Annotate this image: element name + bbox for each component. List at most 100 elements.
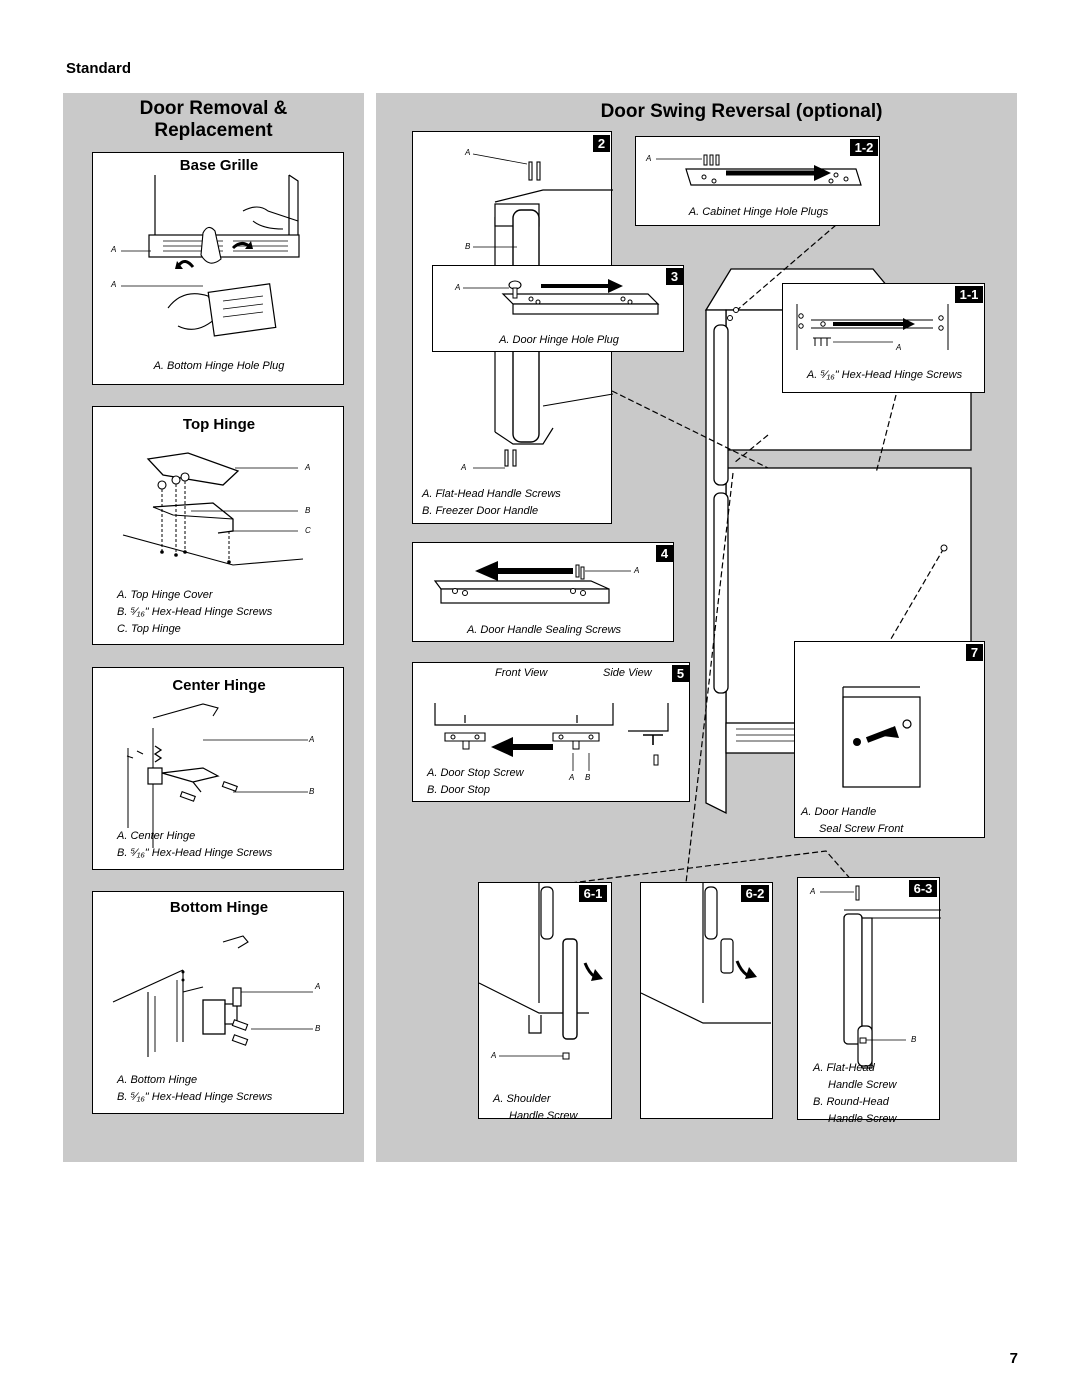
door-swing-title: Door Swing Reversal (optional) xyxy=(600,101,883,122)
step-3-box: 3 A A. Door Hinge Hole Plug xyxy=(432,265,684,352)
step-badge: 4 xyxy=(656,545,673,562)
letter-a: A xyxy=(491,1051,497,1060)
step-1-1-box: 1-1 A A. ⁵⁄₁₆" Hex-Head Hinge Screws xyxy=(782,283,985,393)
letter-a: A xyxy=(646,154,652,163)
letter-a: A xyxy=(455,283,461,292)
letter-a: A xyxy=(309,735,315,744)
step-1-2-box: 1-2 A A. Cabinet Hinge Hole Plugs xyxy=(635,136,880,226)
letter-a: A xyxy=(111,245,117,254)
caption: A. Shoulder xyxy=(493,1093,551,1105)
step-7-box: 7 A. Door Handle Seal Screw Front xyxy=(794,641,985,838)
letter-a: A xyxy=(305,463,311,472)
letter-a: A xyxy=(896,343,902,352)
letter-b: B xyxy=(465,242,471,251)
door-stop-illustration xyxy=(434,703,669,771)
letter-b: B xyxy=(911,1035,917,1044)
step-5-captions: A. Door Stop Screw B. Door Stop xyxy=(427,765,524,799)
door-removal-title: Door Removal & Replacement xyxy=(63,98,364,142)
step-badge: 6-3 xyxy=(909,880,937,897)
center-hinge-illustration xyxy=(126,703,308,848)
step-badge: 1-1 xyxy=(955,286,983,303)
caption: A. Door Handle xyxy=(801,806,877,818)
caption: Handle Screw xyxy=(828,1113,897,1125)
step-1-1-caption: A. ⁵⁄₁₆" Hex-Head Hinge Screws xyxy=(806,369,963,381)
letter-a: A xyxy=(569,773,575,782)
fresh-food-handle-2-illustration xyxy=(640,883,771,1024)
caption: B. ⁵⁄₁₆" Hex-Head Hinge Screws xyxy=(117,606,273,618)
page-number: 7 xyxy=(1009,1350,1018,1367)
step-1-2-caption: A. Cabinet Hinge Hole Plugs xyxy=(688,206,829,218)
caption: Handle Screw xyxy=(509,1110,578,1122)
top-hinge-illustration xyxy=(122,452,304,566)
step-4-caption: A. Door Handle Sealing Screws xyxy=(466,624,622,636)
step-badge: 5 xyxy=(672,665,689,682)
letter-b: B xyxy=(585,773,591,782)
top-hinge-title: Top Hinge xyxy=(182,416,256,433)
step-badge: 6-2 xyxy=(741,885,769,902)
caption: A. Flat-Head Handle Screws xyxy=(422,488,561,500)
section-label: Standard xyxy=(66,60,132,77)
caption: Handle Screw xyxy=(828,1079,897,1091)
hinge-screws-illustration xyxy=(796,304,949,350)
door-sealing-screws-illustration xyxy=(433,561,631,604)
base-grille-caption: A. Bottom Hinge Hole Plug xyxy=(153,360,285,372)
step-6-2-box: 6-2 xyxy=(640,882,773,1119)
center-hinge-captions: A. Center Hinge B. ⁵⁄₁₆" Hex-Head Hinge … xyxy=(117,828,272,862)
step-badge: 1-2 xyxy=(850,139,878,156)
step-6-1-box: 6-1 A A. Shoulder Handle Screw xyxy=(478,882,612,1122)
title-line-1: Door Removal & xyxy=(139,98,288,119)
step-4-box: 4 A A. Door Handle Sealing Screws xyxy=(412,542,674,642)
door-hinge-plug-illustration xyxy=(463,279,660,315)
step-6-1-captions: A. Shoulder Handle Screw xyxy=(493,1091,577,1125)
base-grille-title: Base Grille xyxy=(179,157,259,174)
step-2-captions: A. Flat-Head Handle Screws B. Freezer Do… xyxy=(422,486,561,520)
bottom-hinge-box: Bottom Hinge A B A. Bottom Hinge B. ⁵⁄₁₆… xyxy=(92,891,344,1114)
letter-c: C xyxy=(305,526,311,535)
title-line-2: Replacement xyxy=(154,120,273,141)
center-hinge-title: Center Hinge xyxy=(172,677,266,694)
caption: B. Door Stop xyxy=(427,784,490,796)
caption: B. Freezer Door Handle xyxy=(422,505,539,517)
step-6-3-box: 6-3 A B A. Flat-Head Handle Screw B. Rou… xyxy=(797,877,941,1125)
caption: Seal Screw Front xyxy=(819,823,904,835)
seal-screw-illustration xyxy=(842,686,921,788)
step-badge: 6-1 xyxy=(579,885,607,902)
caption: C. Top Hinge xyxy=(117,623,181,635)
handle-reinstall-illustration xyxy=(820,885,941,1069)
caption: B. ⁵⁄₁₆" Hex-Head Hinge Screws xyxy=(117,1091,273,1103)
step-badge: 7 xyxy=(966,644,983,661)
step-6-3-captions: A. Flat-Head Handle Screw B. Round-Head … xyxy=(813,1060,896,1128)
bottom-hinge-title: Bottom Hinge xyxy=(169,899,269,916)
step-badge: 2 xyxy=(593,135,610,152)
caption: A. Center Hinge xyxy=(117,830,196,842)
letter-a: A xyxy=(465,148,471,157)
letter-a: A xyxy=(810,887,816,896)
fresh-food-handle-illustration xyxy=(478,883,603,1060)
bottom-hinge-captions: A. Bottom Hinge B. ⁵⁄₁₆" Hex-Head Hinge … xyxy=(117,1072,272,1106)
front-view-label: Front View xyxy=(495,667,548,679)
letter-a: A xyxy=(461,463,467,472)
letter-b: B xyxy=(315,1024,321,1033)
step-badge: 3 xyxy=(666,268,683,285)
caption: A. Flat-Head xyxy=(813,1062,875,1074)
cabinet-plugs-illustration xyxy=(656,154,862,186)
step-7-captions: A. Door Handle Seal Screw Front xyxy=(801,804,903,838)
step-5-box: 5 Front View Side View A B A. Door Stop … xyxy=(412,662,690,802)
center-hinge-box: Center Hinge A B A. Center Hinge B. ⁵⁄₁₆… xyxy=(92,667,344,870)
caption: B. Round-Head xyxy=(813,1096,889,1108)
caption: B. ⁵⁄₁₆" Hex-Head Hinge Screws xyxy=(117,847,273,859)
caption: A. Door Stop Screw xyxy=(427,767,524,779)
caption: A. Top Hinge Cover xyxy=(117,589,213,601)
letter-b: B xyxy=(309,787,315,796)
top-hinge-box: Top Hinge A B C A. Top Hinge Cover B. ⁵⁄… xyxy=(92,406,344,645)
step-3-caption: A. Door Hinge Hole Plug xyxy=(499,334,619,346)
letter-a: A xyxy=(111,280,117,289)
letter-a: A xyxy=(634,566,640,575)
base-grille-box: Base Grille A A A. Bottom Hinge Hole Plu… xyxy=(92,152,344,385)
base-grille-illustration xyxy=(121,174,300,337)
side-view-label: Side View xyxy=(603,667,652,679)
letter-b: B xyxy=(305,506,311,515)
letter-a: A xyxy=(315,982,321,991)
bottom-hinge-illustration xyxy=(112,935,313,1057)
caption: A. Bottom Hinge xyxy=(117,1074,198,1086)
